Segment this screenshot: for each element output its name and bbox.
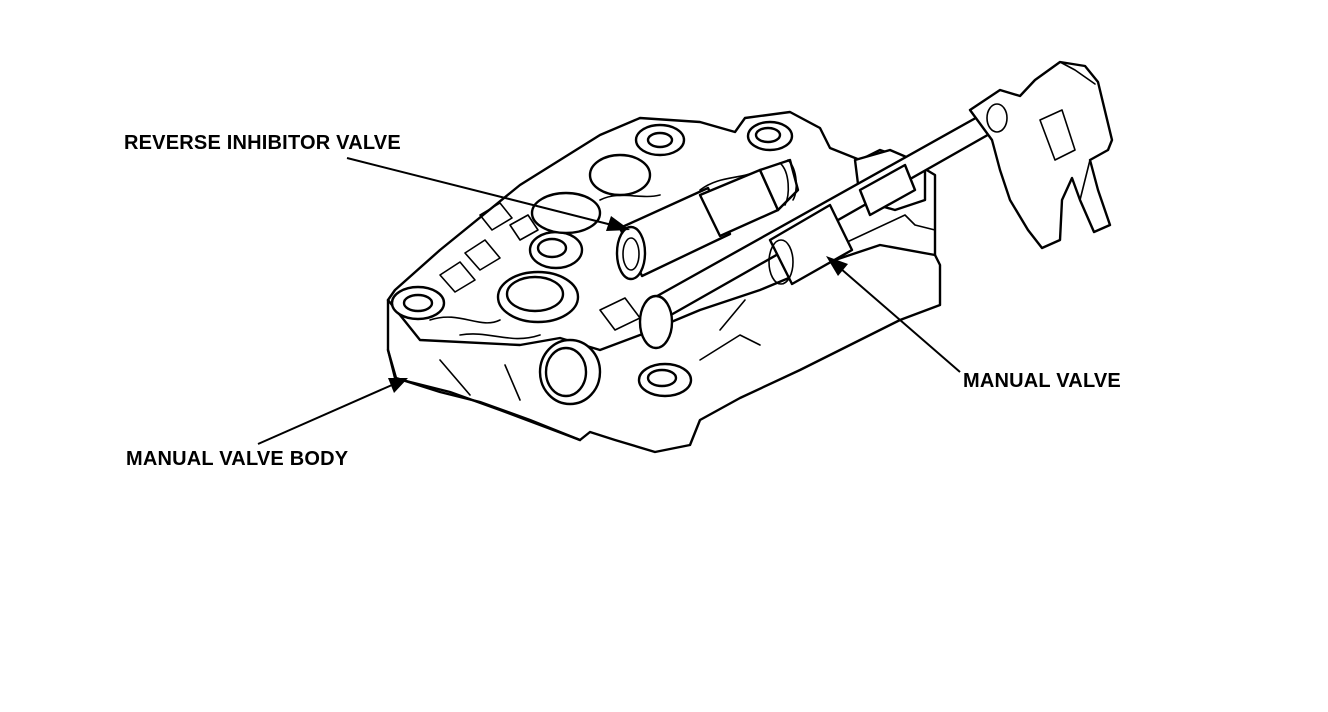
label-reverse-inhibitor-valve: REVERSE INHIBITOR VALVE <box>124 132 401 154</box>
callout-leaders <box>257 157 961 445</box>
manual-valve-body-casting <box>386 110 942 454</box>
label-manual-valve: MANUAL VALVE <box>963 370 1121 392</box>
reverse-inhibitor-valve-spool <box>615 158 800 281</box>
arrowhead-reverse-inhibitor <box>606 216 630 231</box>
manual-valve-spool <box>638 108 1002 350</box>
arrowhead-manual-valve <box>826 256 848 276</box>
label-manual-valve-body: MANUAL VALVE BODY <box>126 448 349 470</box>
arrowhead-manual-valve-body <box>388 378 408 393</box>
leader-manual-valve-body <box>257 384 393 445</box>
body-ports <box>390 120 794 406</box>
leader-reverse-inhibitor <box>346 157 613 226</box>
manual-valve-linkage-arm <box>968 60 1114 250</box>
leader-manual-valve <box>839 267 961 373</box>
